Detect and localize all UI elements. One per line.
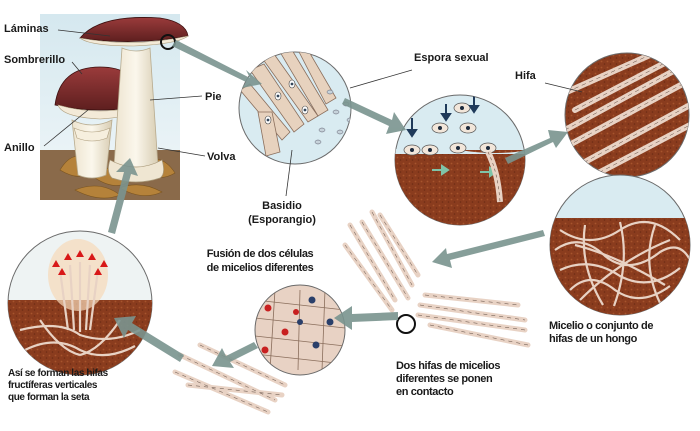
label-laminas: Láminas xyxy=(4,23,49,35)
label-seta-line3: que forman la seta xyxy=(8,392,90,403)
label-micelio-line2: hifas de un hongo xyxy=(549,333,637,345)
fusion-circle xyxy=(254,284,346,376)
label-basidio: Basidio xyxy=(262,200,302,212)
label-sombrerillo: Sombrerillo xyxy=(4,54,66,66)
label-seta-line2: fructíferas verticales xyxy=(8,380,98,391)
arrow-to-fusion-icon xyxy=(334,306,398,330)
fruiting-body-circle xyxy=(7,230,153,376)
label-anillo: Anillo xyxy=(4,142,35,154)
mycelium-circle xyxy=(549,174,691,316)
label-contacto-line2: diferentes se ponen xyxy=(396,373,493,385)
hypha-circle xyxy=(544,52,690,178)
label-volva: Volva xyxy=(207,151,236,163)
hyphae-bundle-top xyxy=(342,209,531,348)
basidium-circle xyxy=(238,51,413,197)
label-pie: Pie xyxy=(205,91,222,103)
label-micelio-line1: Micelio o conjunto de xyxy=(549,320,654,332)
arrow-to-bundle-icon xyxy=(212,342,258,368)
label-contacto-line3: en contacto xyxy=(396,386,454,398)
arrow-to-mushroom-icon xyxy=(108,158,138,234)
label-seta-line1: Así se forman las hifas xyxy=(8,368,108,379)
arrow-to-basidium-icon xyxy=(172,40,262,88)
label-espora-sexual: Espora sexual xyxy=(414,52,489,64)
label-contacto-line1: Dos hifas de micelios xyxy=(396,360,501,372)
arrow-to-hypha-icon xyxy=(505,130,568,164)
hyphae-bundle-bottom xyxy=(172,342,288,415)
label-fusion-line1: Fusión de dos células xyxy=(206,248,314,260)
label-esporangio: (Esporangio) xyxy=(248,214,316,226)
arrow-to-spore-icon xyxy=(342,98,406,134)
arrow-to-fruiting-icon xyxy=(114,316,184,362)
arrow-to-contact-icon xyxy=(432,230,545,268)
label-hifa: Hifa xyxy=(515,70,536,82)
mushroom-panel xyxy=(40,14,206,200)
flow-arrows xyxy=(108,40,568,368)
label-fusion-line2: de micelios diferentes xyxy=(206,262,314,274)
zoom-circle-contact xyxy=(396,314,416,334)
